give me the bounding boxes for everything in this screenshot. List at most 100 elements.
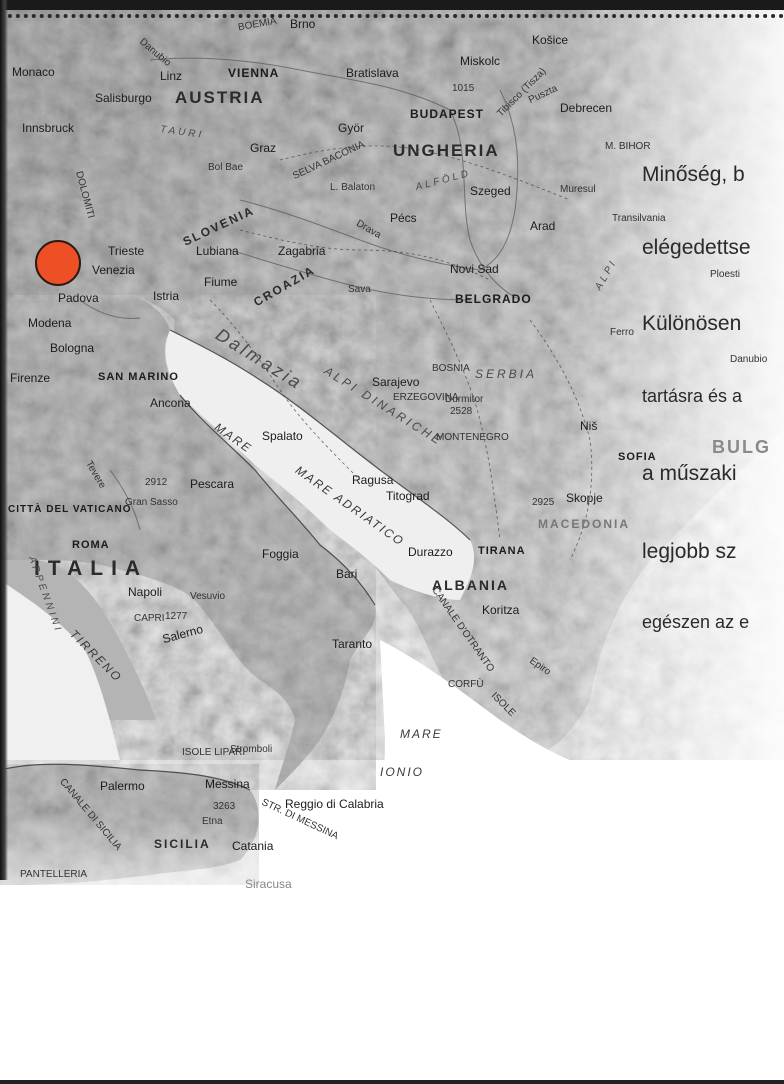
- label-spalato: Spalato: [262, 429, 303, 443]
- label-taranto: Taranto: [332, 637, 373, 651]
- label-trieste: Trieste: [108, 244, 145, 258]
- label-novi-sad: Novi Sad: [450, 262, 499, 276]
- text-block: Minőség, b elégedettse Különösen tartásr…: [642, 163, 751, 632]
- dotted-border: [0, 14, 784, 18]
- label-fiume: Fiume: [204, 275, 238, 289]
- label-reggio: Reggio di Calabria: [285, 797, 384, 811]
- label-tirana: TIRANA: [478, 545, 526, 557]
- label-peak-1015: 1015: [452, 83, 475, 94]
- text-line-7: egészen az e: [642, 612, 750, 632]
- label-nis: Niš: [580, 419, 598, 433]
- label-ber-bae: Bol Bae: [208, 162, 244, 173]
- label-balaton: L. Balaton: [330, 182, 376, 193]
- label-szeged: Szeged: [470, 184, 511, 198]
- label-montenegro: MONTENEGRO: [436, 432, 509, 443]
- text-line-1: Minőség, b: [642, 163, 745, 186]
- label-innsbruck: Innsbruck: [22, 121, 75, 135]
- label-bratislava: Bratislava: [346, 66, 399, 80]
- text-line-6: legjobb sz: [642, 540, 737, 563]
- label-brno: Brno: [290, 17, 316, 31]
- label-danubio2: Danubio: [730, 354, 768, 365]
- label-vienna: VIENNA: [228, 66, 280, 80]
- label-linz: Linz: [160, 69, 183, 83]
- label-citta-vaticano: CITTÀ DEL VATICANO: [8, 504, 132, 515]
- label-lubiana: Lubiana: [196, 244, 239, 258]
- label-padova: Padova: [58, 291, 99, 305]
- label-roma: ROMA: [72, 539, 110, 551]
- label-arad: Arad: [530, 219, 556, 233]
- label-koritza: Koritza: [482, 603, 520, 617]
- label-istria: Istria: [153, 289, 180, 303]
- label-peak-2528: 2528: [450, 406, 473, 417]
- label-bosnia: BOSNIA: [432, 363, 470, 374]
- label-ragusa: Ragusa: [352, 473, 394, 487]
- label-pescara: Pescara: [190, 477, 235, 491]
- text-line-2: elégedettse: [642, 236, 751, 259]
- label-corfu: CORFÙ: [448, 679, 484, 690]
- label-firenze: Firenze: [10, 371, 51, 385]
- label-gyor: Györ: [338, 121, 365, 135]
- sea-tyrrhenian: [0, 580, 120, 760]
- label-bulgaria: BULG: [712, 437, 771, 457]
- sea-adriatic: [165, 330, 475, 600]
- label-salisburgo: Salisburgo: [95, 91, 152, 105]
- label-bihor: M. BIHOR: [605, 141, 651, 152]
- top-edge: [0, 0, 784, 10]
- label-pantelleria: PANTELLERIA: [20, 869, 88, 880]
- label-budapest: BUDAPEST: [410, 107, 485, 121]
- label-sofia: SOFIA: [618, 451, 657, 463]
- text-line-5: a műszaki: [642, 462, 737, 485]
- label-sarajevo: Sarajevo: [372, 375, 420, 389]
- label-modena: Modena: [28, 316, 72, 330]
- label-ferro: Ferro: [610, 327, 634, 338]
- label-mare-ionio-2: IONIO: [380, 765, 425, 779]
- label-ploesti: Ploesti: [710, 269, 741, 280]
- label-palermo: Palermo: [100, 779, 145, 793]
- label-mare-ionio-1: MARE: [400, 727, 443, 741]
- label-peak-1277: 1277: [165, 611, 188, 622]
- label-stromboli: Stromboli: [230, 744, 273, 755]
- text-line-4: tartásra és a: [642, 386, 743, 406]
- label-bari: Bari: [336, 567, 358, 581]
- label-transilvania: Transilvania: [612, 213, 666, 224]
- label-muresul: Muresul: [560, 184, 596, 195]
- text-line-3: Különösen: [642, 312, 742, 335]
- label-belgrado: BELGRADO: [455, 292, 532, 306]
- label-messina: Messina: [205, 777, 250, 791]
- label-erzegovina: ERZEGOVINA: [393, 392, 459, 403]
- label-macedonia: MACEDONIA: [538, 517, 630, 531]
- label-zagabria: Zagabria: [278, 244, 326, 258]
- label-peak-2925: 2925: [532, 497, 555, 508]
- label-durmitor: Durmitor: [445, 394, 484, 405]
- label-debrecen: Debrecen: [560, 101, 613, 115]
- label-pecs: Pécs: [390, 211, 417, 225]
- label-etna: Etna: [202, 816, 223, 827]
- label-serbia: SERBIA: [475, 367, 538, 381]
- label-bologna: Bologna: [50, 341, 95, 355]
- label-albania: ALBANIA: [432, 577, 509, 593]
- label-siracusa: Siracusa: [245, 877, 292, 891]
- label-austria: AUSTRIA: [175, 88, 265, 107]
- location-marker[interactable]: [35, 240, 81, 286]
- label-foggia: Foggia: [262, 547, 299, 561]
- label-durazzo: Durazzo: [408, 545, 453, 559]
- label-peak-2912: 2912: [145, 477, 168, 488]
- bottom-strip: [0, 1080, 784, 1084]
- label-capri: CAPRI: [134, 613, 165, 624]
- label-miskolc: Miskolc: [460, 54, 501, 68]
- left-edge-shadow: [0, 0, 8, 880]
- label-gran-sasso: Gran Sasso: [125, 497, 178, 508]
- label-napoli: Napoli: [128, 585, 163, 599]
- label-peak-3263: 3263: [213, 801, 236, 812]
- label-ungheria: UNGHERIA: [393, 141, 500, 160]
- label-graz: Graz: [250, 141, 277, 155]
- label-titograd: Titograd: [386, 489, 430, 503]
- label-monaco: Monaco: [12, 65, 55, 79]
- label-kosice: Košice: [532, 33, 569, 47]
- label-vesuvio: Vesuvio: [190, 591, 226, 602]
- label-italia: ITALIA: [34, 557, 149, 580]
- label-ancona: Ancona: [150, 396, 191, 410]
- label-catania: Catania: [232, 839, 274, 853]
